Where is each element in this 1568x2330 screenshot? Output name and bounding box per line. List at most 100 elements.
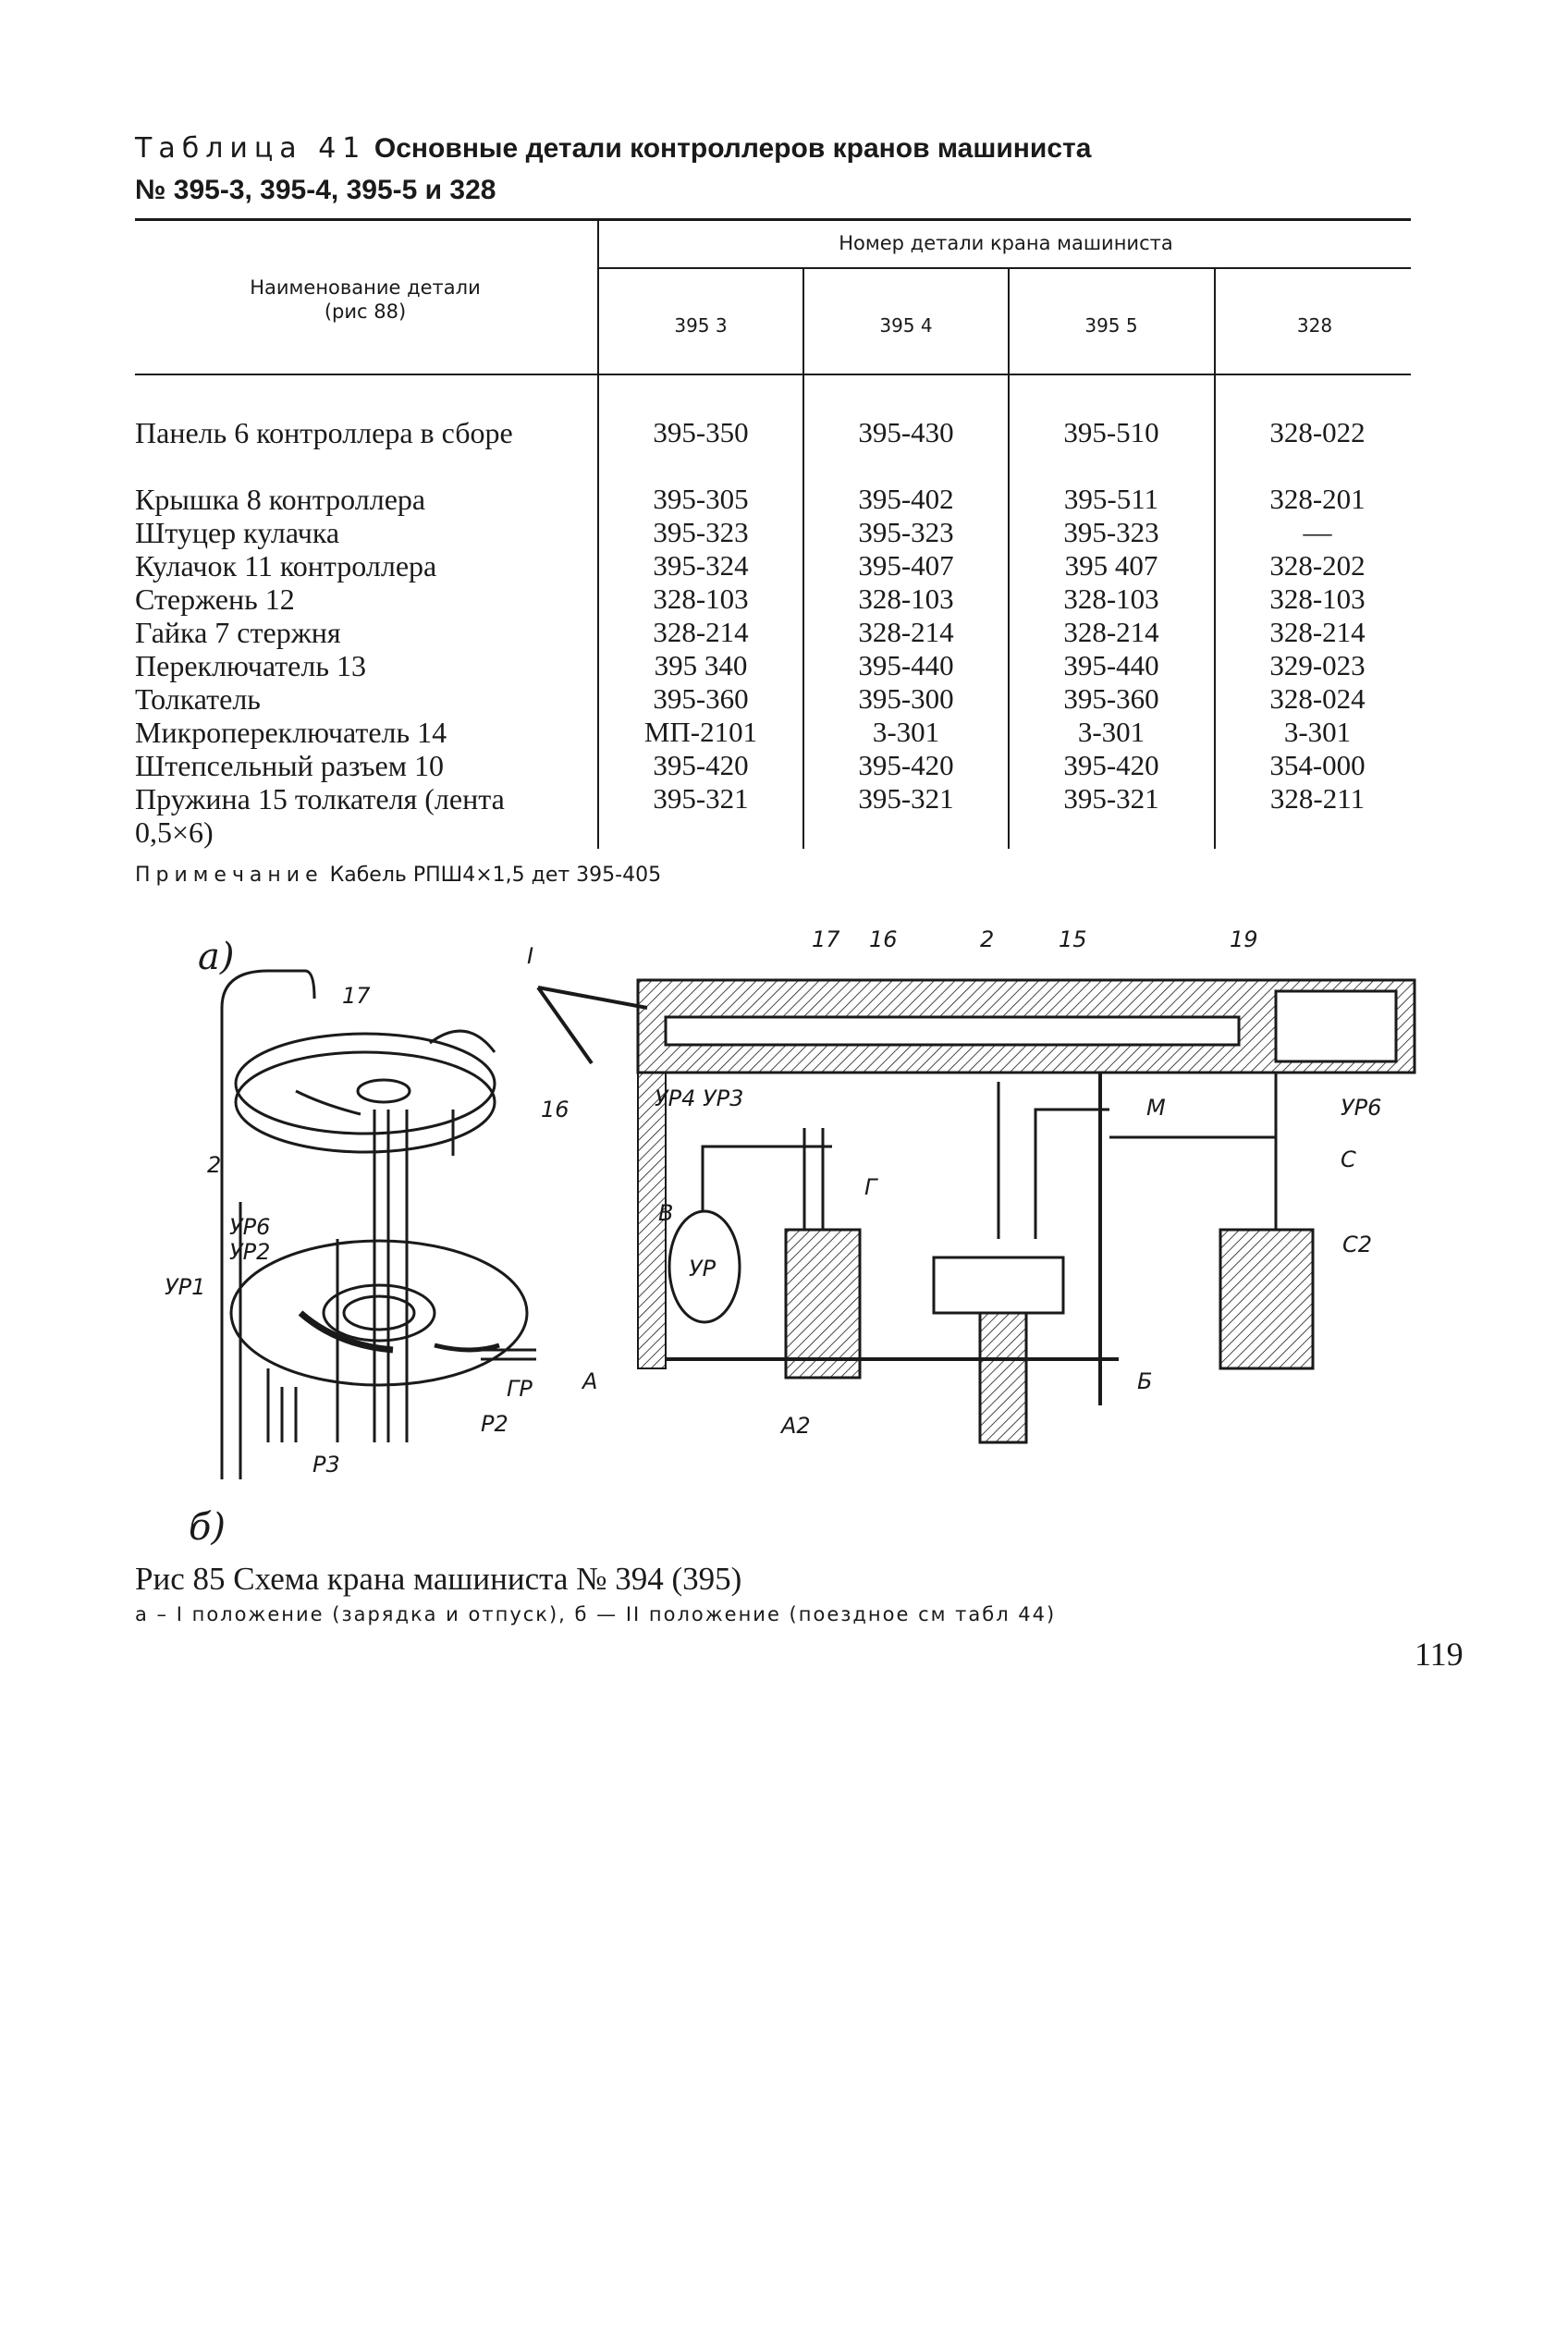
- table-title: Таблица 41 Основные детали контроллеров …: [135, 128, 1429, 211]
- header-group: Номер детали крана машиниста: [839, 232, 1173, 254]
- label-a-v: В: [658, 1200, 673, 1226]
- table-cell: 395-300: [858, 682, 954, 715]
- table-cell: 328-214: [1063, 616, 1159, 648]
- table-cell: 395-420: [653, 749, 749, 781]
- label-a-19: 19: [1230, 926, 1258, 952]
- table-cell: 395-420: [858, 749, 954, 781]
- table-cell: 395-440: [858, 649, 954, 681]
- label-a-a: А: [581, 1368, 597, 1394]
- label-a-ur6b: УР6: [1341, 1095, 1381, 1121]
- header-col-3954: 395 4: [879, 314, 933, 337]
- label-a-s: С: [1341, 1147, 1356, 1172]
- figure-caption: Рис 85 Схема крана машиниста № 394 (395): [135, 1561, 742, 1597]
- valve-schematic-figure: а): [165, 926, 1416, 1479]
- label-a-ur1: УР1: [165, 1274, 205, 1300]
- panel-a: а): [165, 926, 1416, 1479]
- table-row-name: Крышка 8 контроллера: [135, 483, 426, 516]
- table-cell: 395-407: [858, 549, 954, 582]
- label-a-ur4: УР4: [655, 1085, 695, 1111]
- label-a-15: 15: [1059, 926, 1087, 952]
- label-a-p2: Р2: [481, 1411, 508, 1437]
- table-row-name: Микропереключатель 14: [135, 716, 447, 749]
- table-cell: 395 407: [1064, 549, 1158, 582]
- note-text: Кабель РПШ4×1,5 дет 395-405: [329, 864, 662, 887]
- label-a-ur2: УР2: [229, 1239, 270, 1265]
- label-a-g: Г: [864, 1174, 878, 1200]
- label-a-17b: 17: [812, 926, 840, 952]
- valve-schematic-figure-b: б): [189, 1506, 226, 1549]
- table-cell: 395-360: [653, 682, 749, 715]
- table-cell: 328-201: [1269, 483, 1366, 515]
- table-row-name: Панель 6 контроллера в сборе: [135, 416, 513, 449]
- note-label: Примечание: [135, 864, 324, 887]
- table-row-name: Стержень 12: [135, 582, 295, 616]
- table-top-rule: [135, 218, 1411, 221]
- table-cell: 328-103: [1063, 582, 1159, 615]
- table-cell: 328-103: [1269, 582, 1366, 615]
- header-col-3955: 395 5: [1084, 314, 1138, 337]
- table-cell: МП-2101: [643, 716, 758, 748]
- col-divider-3: [1008, 268, 1010, 849]
- valve-assembly-a: I 17 16 2 15 19 УР4 УР3 В УР Г М УР6: [527, 926, 1416, 1444]
- rods-a: [220, 969, 536, 1479]
- page-number: 119: [1415, 1636, 1464, 1673]
- label-a-gr: ГР: [507, 1376, 533, 1402]
- table-cell: 328-103: [858, 582, 954, 615]
- table-cell: 395-430: [858, 416, 954, 448]
- table-cell: 395-402: [858, 483, 954, 515]
- label-a-p3: Р3: [312, 1452, 340, 1478]
- label-a-ur: УР: [689, 1256, 717, 1282]
- table-cell: 395-350: [653, 416, 749, 448]
- table-cell: 395-321: [858, 782, 954, 815]
- table-title-line2: № 395-3, 395-4, 395-5 и 328: [135, 175, 496, 205]
- table-cell: 395-360: [1063, 682, 1159, 715]
- table-row-name: Переключатель 13: [135, 649, 366, 682]
- table-cell: 395-323: [858, 516, 954, 548]
- table-cell: 328-024: [1269, 682, 1366, 715]
- label-a-m: М: [1146, 1095, 1166, 1121]
- label-a-16: 16: [541, 1097, 570, 1122]
- col-divider-1: [597, 220, 599, 849]
- table-cell: 395-420: [1063, 749, 1159, 781]
- table-row-name: Кулачок 11 контроллера: [135, 549, 437, 582]
- table-cell: 395-511: [1063, 483, 1159, 515]
- table-cell: 328-211: [1269, 782, 1366, 815]
- table-cell: 3-301: [872, 716, 940, 748]
- table-row-name: Пружина 15 толкателя (лента 0,5×6): [135, 782, 505, 849]
- table-cell: 328-022: [1269, 416, 1366, 448]
- label-a-i: I: [527, 943, 533, 969]
- panel-a-letter: а): [198, 936, 234, 978]
- label-a-s2: С2: [1342, 1232, 1372, 1257]
- col-divider-2: [802, 268, 804, 849]
- table-cell: 395-440: [1063, 649, 1159, 681]
- table-cell: 328-214: [858, 616, 954, 648]
- panel-b: б): [189, 1506, 226, 1549]
- table-cell: 395 340: [654, 649, 748, 681]
- label-a-2: 2: [207, 1152, 221, 1178]
- label-a-2b: 2: [980, 926, 994, 952]
- group-header-rule: [597, 267, 1411, 269]
- table-cell: 328-214: [1269, 616, 1366, 648]
- table-cell: 354-000: [1269, 749, 1366, 781]
- table-cell: 3-301: [1077, 716, 1145, 748]
- table-row-name: Толкатель: [135, 682, 261, 716]
- header-name: Наименование детали (рис 88): [139, 276, 592, 324]
- header-col-3953: 395 3: [674, 314, 728, 337]
- label-a-b: Б: [1137, 1368, 1152, 1394]
- header-name-text: Наименование детали: [250, 276, 481, 299]
- table-note: Примечание Кабель РПШ4×1,5 дет 395-405: [135, 864, 661, 887]
- table-cell: 328-103: [653, 582, 749, 615]
- table-number: Таблица 41: [135, 132, 367, 165]
- table-cell: 395-323: [1063, 516, 1159, 548]
- cam-disc-a-bottom: [229, 1239, 529, 1387]
- table-cell: 395-305: [653, 483, 749, 515]
- table-cell: —: [1303, 516, 1332, 548]
- table-cell: 395-323: [653, 516, 749, 548]
- table-cell: 395-510: [1063, 416, 1159, 448]
- label-a-ur6: УР6: [229, 1214, 270, 1240]
- col-divider-4: [1214, 268, 1216, 849]
- table-row-name: Штуцер кулачка: [135, 516, 340, 549]
- table-cell: 395-321: [653, 782, 749, 815]
- label-a-17: 17: [342, 983, 371, 1009]
- table-header-rule: [135, 374, 1411, 375]
